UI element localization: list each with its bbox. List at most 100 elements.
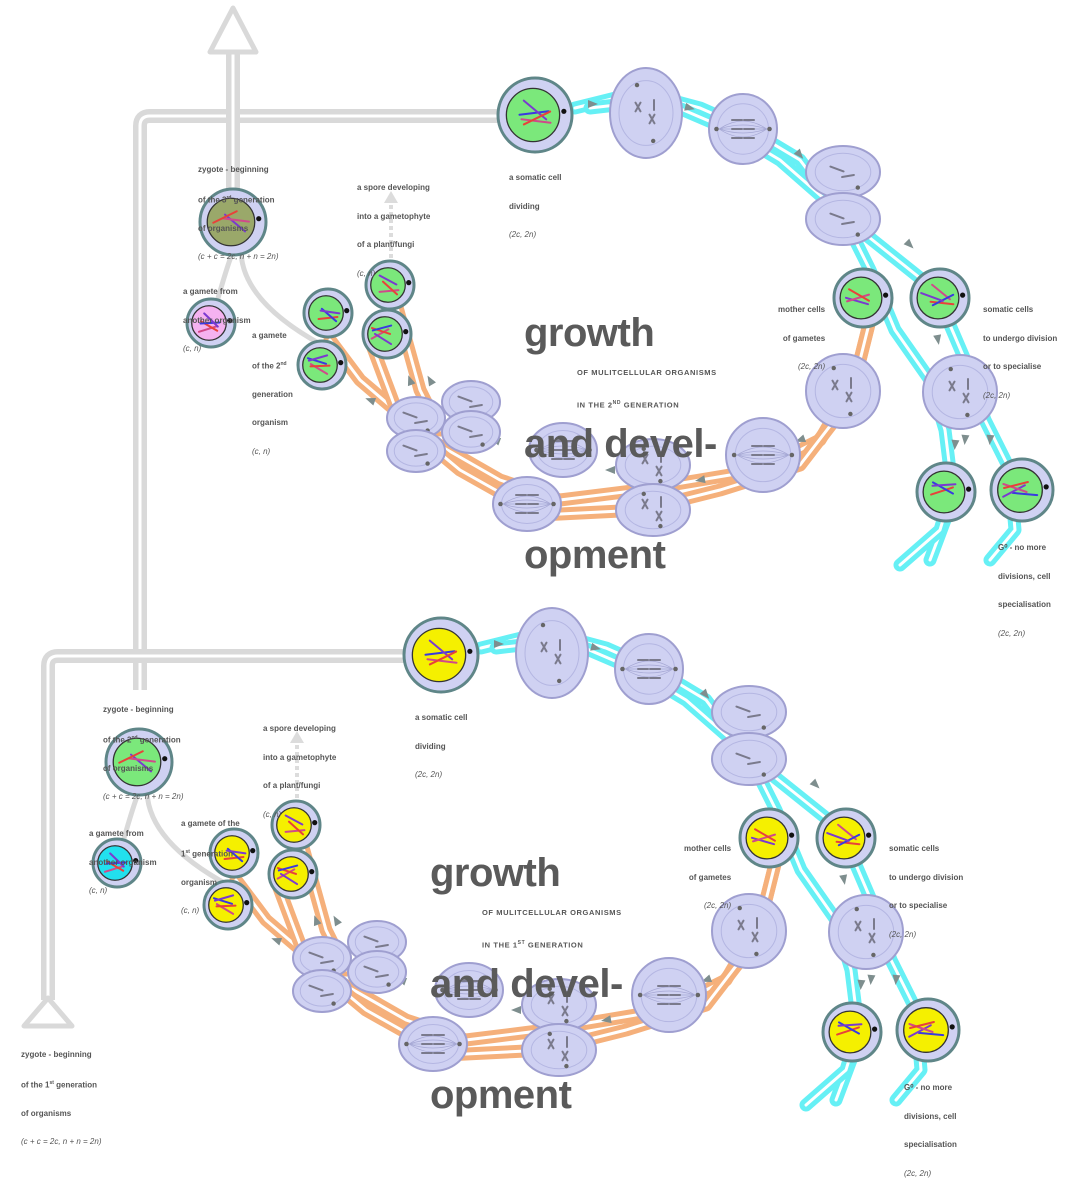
chromosome <box>319 309 341 315</box>
chromosome <box>308 951 324 959</box>
chromosome <box>844 296 870 306</box>
foreign-gamete-label-lower: a gamete from another organism (c, n) <box>89 829 157 895</box>
chromosome <box>747 713 761 719</box>
chromosome <box>908 1023 934 1033</box>
chromosome <box>199 321 221 325</box>
chromosome <box>826 832 850 842</box>
chromosome <box>735 752 751 760</box>
chromosome <box>841 220 855 226</box>
meiosis-prophase-cell <box>711 893 787 969</box>
centrosome <box>731 452 737 458</box>
arrowhead <box>903 238 914 249</box>
chromosome <box>754 828 776 842</box>
centrosome <box>658 478 663 484</box>
centrosome <box>344 308 350 314</box>
spindle-fiber <box>625 664 673 670</box>
flow-arrow-icon <box>333 915 342 927</box>
chromosome <box>554 653 562 665</box>
spindle-fiber <box>409 1043 457 1053</box>
nuclear-envelope <box>720 692 778 732</box>
flow-arrow-icon <box>986 434 995 445</box>
chromosome <box>428 650 458 666</box>
zygote-label-line2: of the 3rd generation <box>198 194 275 205</box>
nucleus <box>112 737 162 787</box>
arrowhead <box>333 915 342 927</box>
arrowhead <box>795 434 807 443</box>
spindle-fiber <box>642 994 696 1000</box>
centrosome <box>547 986 552 992</box>
chromosome <box>750 836 776 846</box>
nuclear-envelope <box>931 364 989 420</box>
spindle-fiber <box>539 445 587 451</box>
chromosome <box>948 380 956 392</box>
spindle-fiber <box>625 660 673 670</box>
chromosome <box>215 904 237 908</box>
mother-cells-label-lower: mother cells of gametes (2c, 2n) <box>684 844 732 910</box>
chromosome <box>469 403 483 409</box>
cell-membrane <box>922 354 998 430</box>
chromosome <box>197 325 219 333</box>
gamete-cell-b <box>208 827 260 879</box>
flow-arrow-icon <box>795 434 807 443</box>
somatic-specialise-label-upper: somatic cells to undergo division or to … <box>983 305 1058 400</box>
chromosome <box>929 300 955 306</box>
chromosome <box>1002 484 1026 498</box>
chromosome <box>402 444 418 452</box>
subtitle-lower: OF MULITCELLULAR ORGANISMS IN THE 1ST GE… <box>482 908 622 950</box>
chromosome <box>212 210 238 224</box>
arrowhead <box>588 100 598 108</box>
gamete-cell-c <box>296 339 348 391</box>
spindle-fiber <box>409 1039 457 1045</box>
nuclear-envelope <box>393 435 439 467</box>
gamete-cell-a <box>267 848 319 900</box>
centrosome <box>403 329 409 335</box>
centrosome <box>493 987 498 993</box>
nucleus <box>367 316 403 352</box>
nuclear-envelope <box>837 904 895 960</box>
chromosome <box>414 452 428 458</box>
spindle-fiber <box>503 503 551 509</box>
flow-arrow-icon <box>427 375 436 387</box>
nuclear-envelope <box>524 620 580 686</box>
spindle-fiber <box>539 449 587 455</box>
arrowhead <box>793 148 804 159</box>
centrosome <box>866 832 872 838</box>
g0-label-lower: G⁰ - no more divisions, cell specialisat… <box>904 1083 957 1178</box>
chromosome <box>735 705 751 713</box>
flow-arrow-icon <box>407 375 416 387</box>
chromosome <box>747 760 761 766</box>
prophase-cell <box>609 67 683 159</box>
centrosome <box>338 360 344 366</box>
chromosome <box>547 993 555 1005</box>
nuclear-envelope <box>720 903 778 959</box>
chromosome <box>634 101 642 113</box>
chromosome <box>308 984 324 992</box>
chromosome <box>854 920 862 932</box>
meiosis-prophase-cell <box>805 353 881 429</box>
centrosome <box>949 1024 955 1030</box>
chromosome <box>930 486 954 496</box>
nuclear-envelope <box>814 152 872 192</box>
chromosome <box>908 1024 932 1038</box>
centrosome <box>948 366 953 372</box>
chromosome <box>287 820 305 836</box>
gamete-cell-c <box>202 879 254 931</box>
chromosome <box>402 411 418 419</box>
chromosome <box>469 433 483 439</box>
arrowhead <box>511 1006 521 1014</box>
flow-arrow-icon <box>313 915 322 927</box>
flow-arrow-icon <box>588 100 598 108</box>
flow-arrow-icon <box>271 937 283 946</box>
cell-membrane <box>609 67 683 159</box>
cell-membrane <box>521 1023 597 1077</box>
spindle-fiber <box>719 128 767 134</box>
centrosome <box>960 292 966 298</box>
arrowhead <box>407 375 416 387</box>
centrosome <box>587 447 592 453</box>
arrowhead <box>601 1015 612 1024</box>
gamete-cell-b <box>302 287 354 339</box>
chromosome <box>105 861 127 865</box>
somatic-prophase-cell <box>828 894 904 970</box>
lineage-up-arrow-icon <box>207 5 259 55</box>
lineage-path-upper-gap <box>138 114 500 690</box>
